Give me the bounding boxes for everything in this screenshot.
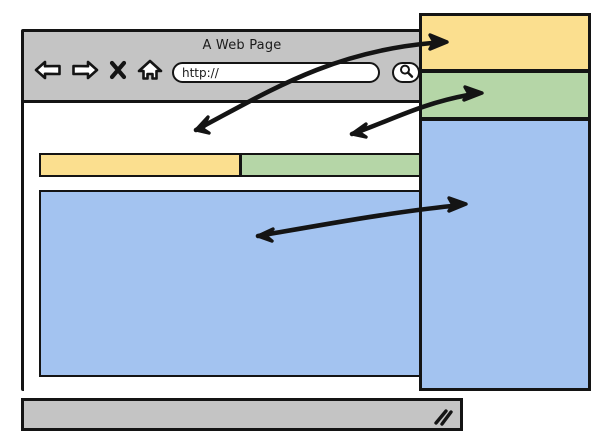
navigation-icon-group: [34, 58, 163, 86]
panel-block-blue[interactable]: [419, 118, 591, 391]
page-block-header-green[interactable]: [240, 153, 442, 177]
back-icon[interactable]: [34, 58, 62, 86]
status-bar: [21, 398, 463, 431]
panel-block-yellow[interactable]: [419, 13, 591, 72]
resize-grip-icon[interactable]: [433, 408, 453, 430]
page-block-body-blue[interactable]: [39, 190, 442, 377]
search-button[interactable]: [392, 62, 420, 83]
page-block-header-yellow[interactable]: [39, 153, 241, 177]
browser-window: A Web Page: [21, 29, 463, 394]
forward-icon[interactable]: [71, 58, 99, 86]
magnifying-glass-icon: [398, 63, 414, 83]
url-input[interactable]: http://: [172, 62, 380, 83]
home-icon[interactable]: [137, 58, 163, 86]
url-text: http://: [182, 65, 219, 80]
panel-block-green[interactable]: [419, 70, 591, 120]
stop-icon[interactable]: [108, 58, 128, 86]
side-panel: [419, 13, 591, 391]
page-viewport: [24, 103, 460, 394]
window-title: A Web Page: [202, 38, 282, 53]
browser-toolbar: A Web Page: [24, 32, 460, 103]
